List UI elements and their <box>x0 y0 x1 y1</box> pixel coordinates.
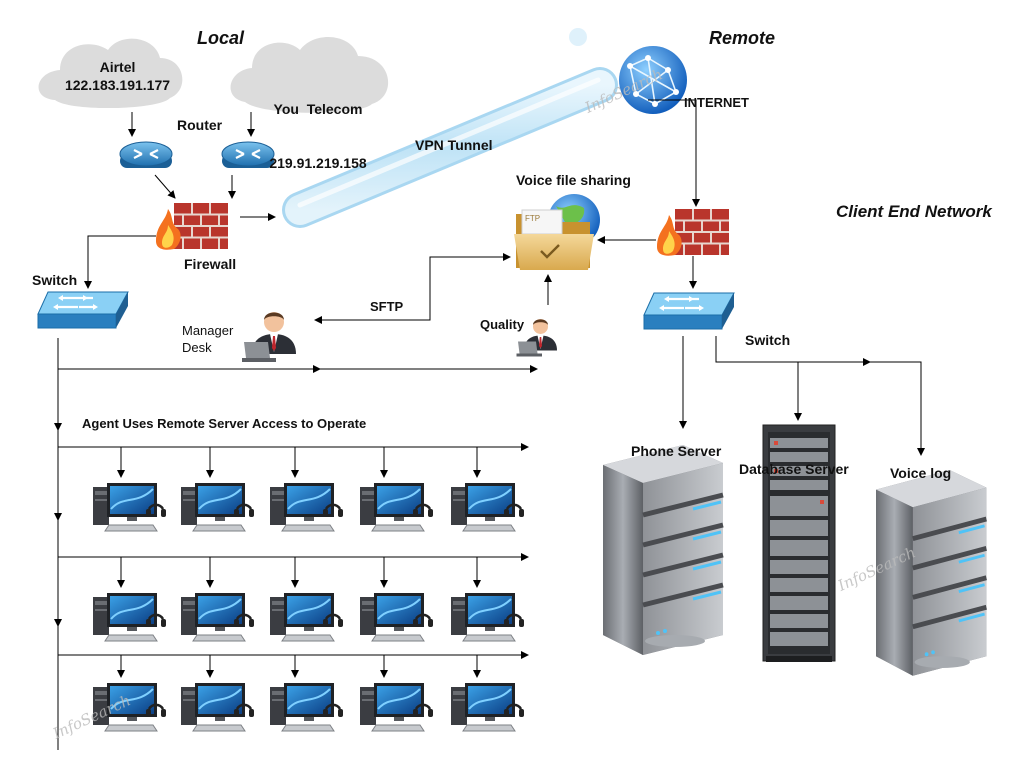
agent-workstation-icon <box>358 591 435 643</box>
phone-server-icon <box>603 445 723 655</box>
voice-file-sharing-label: Voice file sharing <box>516 172 631 188</box>
ftp-folder-icon <box>514 194 600 270</box>
cloud-airtel-name: Airtel <box>99 59 136 75</box>
voice-log-server-icon <box>876 470 986 676</box>
globe-icon <box>619 46 687 114</box>
agent-workstation-icon <box>268 591 345 643</box>
agent-workstation-icon <box>179 591 256 643</box>
voice-log-label: Voice log <box>890 465 952 481</box>
agent-workstation-icon <box>358 681 435 733</box>
cloud-airtel <box>38 38 183 109</box>
switch-label-local: Switch <box>32 272 78 288</box>
firewall-label: Firewall <box>184 256 237 272</box>
cloud-airtel-ip: 122.183.191.177 <box>64 77 171 93</box>
agent-caption: Agent Uses Remote Server Access to Opera… <box>82 416 367 431</box>
agent-workstation-icon <box>91 591 168 643</box>
firewall-icon-client <box>656 208 730 257</box>
router-label: Router <box>177 117 223 133</box>
database-server-label: Database Server <box>739 461 849 477</box>
vpn-tunnel <box>282 67 618 228</box>
ftp-label: FTP <box>525 214 541 223</box>
client-end-network-heading: Client End Network <box>836 202 992 221</box>
manager-label-line1: Manager <box>182 323 234 338</box>
manager-label-line2: Desk <box>182 340 212 355</box>
agent-workstation-icon <box>179 481 256 533</box>
agent-workstation-icon <box>268 681 345 733</box>
agent-workstation-icon <box>449 681 526 733</box>
cloud-you-telecom <box>230 37 389 113</box>
bubble-decoration <box>569 28 587 46</box>
phone-server-label: Phone Server <box>631 443 722 459</box>
local-heading: Local <box>197 28 245 48</box>
agent-workstation-icon <box>449 591 526 643</box>
vpn-tunnel-label: VPN Tunnel <box>415 137 493 153</box>
router-icon-left <box>118 140 174 170</box>
firewall-icon-local <box>155 202 229 251</box>
connector-lines <box>54 99 925 750</box>
agent-workstation-icon <box>268 481 345 533</box>
agent-workstation-grid <box>91 447 526 733</box>
remote-heading: Remote <box>709 28 776 48</box>
cloud-airtel-label: Airtel 122.183.191.177 <box>55 58 180 94</box>
cloud-you-telecom-name: You Telecom <box>273 101 363 117</box>
agent-workstation-icon <box>449 481 526 533</box>
manager-person-icon <box>242 312 296 362</box>
agent-workstation-icon <box>358 481 435 533</box>
cloud-you-telecom-label: You Telecom 219.91.219.158 <box>258 64 378 190</box>
sftp-label: SFTP <box>370 299 404 314</box>
switch-label-client: Switch <box>745 332 791 348</box>
switch-icon-local <box>36 290 130 330</box>
agent-workstation-icon <box>179 681 256 733</box>
internet-label: INTERNET <box>684 95 749 110</box>
manager-desk-label: Manager Desk <box>182 322 233 356</box>
agent-workstation-icon <box>91 481 168 533</box>
database-server-rack-icon <box>762 424 836 662</box>
quality-label: Quality <box>480 317 525 332</box>
switch-icon-client <box>642 291 736 331</box>
cloud-you-telecom-ip: 219.91.219.158 <box>269 155 367 171</box>
